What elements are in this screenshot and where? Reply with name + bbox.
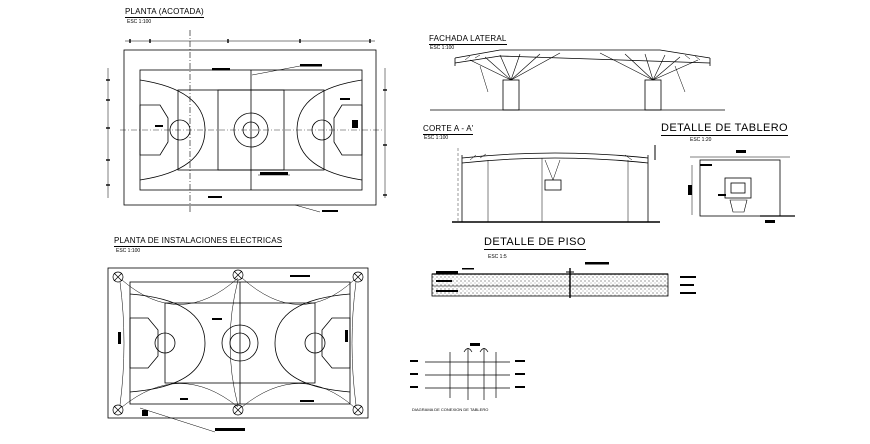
- detalle-tablero-marks: [688, 150, 775, 223]
- planta-acotada-scale: ESC 1:100: [127, 19, 152, 25]
- corner-light-fixtures: [112, 269, 364, 416]
- diagrama-conexion-marks: [410, 343, 525, 388]
- planta-electricas-drawing: [107, 267, 369, 433]
- corte-title: CORTE A - A': [423, 124, 474, 135]
- detalle-piso-scale: ESC 1:5: [488, 254, 507, 260]
- planta-electricas-marks: [118, 275, 348, 431]
- diagrama-conexion-drawing: [425, 348, 510, 400]
- fachada-lateral-scale: ESC 1:100: [430, 45, 455, 51]
- planta-electricas-title: PLANTA DE INSTALACIONES ELECTRICAS: [114, 236, 283, 247]
- fachada-lateral-title: FACHADA LATERAL: [429, 34, 507, 45]
- detalle-tablero-scale: ESC 1:20: [690, 137, 712, 143]
- planta-acotada-title: PLANTA (ACOTADA): [125, 7, 204, 18]
- detalle-piso-title: DETALLE DE PISO: [484, 236, 586, 250]
- corte-scale: ESC 1:100: [424, 135, 449, 141]
- detalle-piso-drawing: [431, 268, 669, 298]
- detalle-tablero-title: DETALLE DE TABLERO: [661, 122, 789, 136]
- planta-electricas-scale: ESC 1:100: [116, 248, 141, 254]
- planta-acotada-drawing: [106, 30, 387, 213]
- corte-drawing: [452, 145, 660, 223]
- fachada-lateral-drawing: [430, 49, 725, 111]
- diagrama-caption: DIAGRAMA DE CONEXION DE TABLERO: [412, 407, 489, 412]
- planta-acotada-text-marks: [155, 64, 358, 212]
- detalle-piso-marks: [436, 262, 696, 294]
